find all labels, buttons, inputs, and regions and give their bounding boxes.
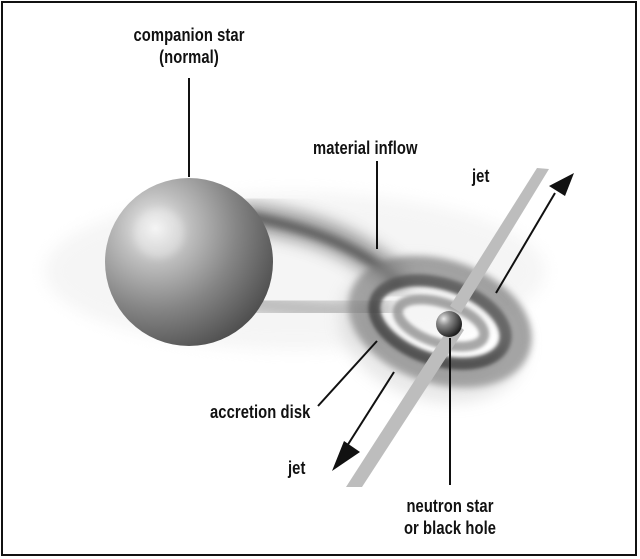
companion-star-highlight bbox=[134, 208, 184, 258]
companion-star-label: companion star (normal) bbox=[125, 24, 253, 68]
companion-star bbox=[105, 178, 273, 346]
compact-object-label-line-1: neutron star bbox=[394, 495, 506, 517]
lower-jet-label: jet bbox=[288, 457, 305, 479]
accretion-disk-leader-line bbox=[318, 341, 377, 406]
binary-system-diagram bbox=[3, 3, 637, 556]
lower-jet-arrow bbox=[332, 372, 394, 471]
companion-star-label-line-2: (normal) bbox=[125, 46, 253, 68]
compact-object-label-line-2: or black hole bbox=[394, 517, 506, 539]
compact-object bbox=[436, 311, 462, 337]
companion-star-label-line-1: companion star bbox=[125, 24, 253, 46]
upper-jet-label: jet bbox=[472, 165, 489, 187]
material-inflow-label: material inflow bbox=[313, 137, 418, 159]
compact-object-label: neutron star or black hole bbox=[394, 495, 506, 539]
accretion-disk-label: accretion disk bbox=[210, 401, 310, 423]
